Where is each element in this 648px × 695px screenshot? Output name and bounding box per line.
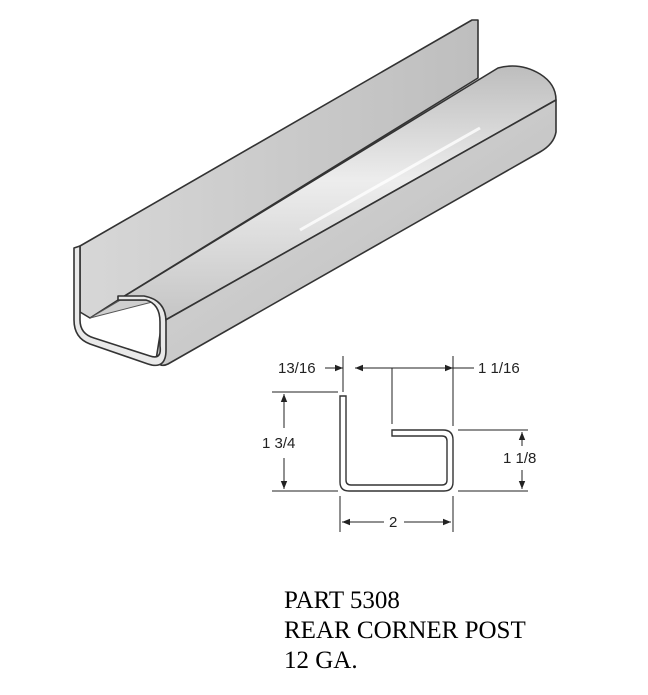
dim-top-right: 1 1/16 bbox=[478, 360, 520, 377]
dim-left-height: 1 3/4 bbox=[262, 435, 295, 452]
dimension-lines bbox=[272, 356, 528, 532]
end-profile bbox=[73, 245, 167, 367]
part-gauge: 12 GA. bbox=[284, 647, 358, 674]
highlight-streak bbox=[299, 126, 481, 232]
cross-section-profile bbox=[339, 395, 454, 492]
dim-bottom-width: 2 bbox=[389, 514, 397, 531]
part-caption: PART 5308 REAR CORNER POST 12 GA. bbox=[284, 586, 526, 676]
part-number: PART 5308 bbox=[284, 587, 400, 614]
dim-top-left: 13/16 bbox=[278, 360, 316, 377]
back-wall bbox=[79, 19, 479, 319]
dim-right-height: 1 1/8 bbox=[503, 450, 536, 467]
part-name: REAR CORNER POST bbox=[284, 617, 526, 644]
channel-3d-view bbox=[73, 19, 557, 367]
